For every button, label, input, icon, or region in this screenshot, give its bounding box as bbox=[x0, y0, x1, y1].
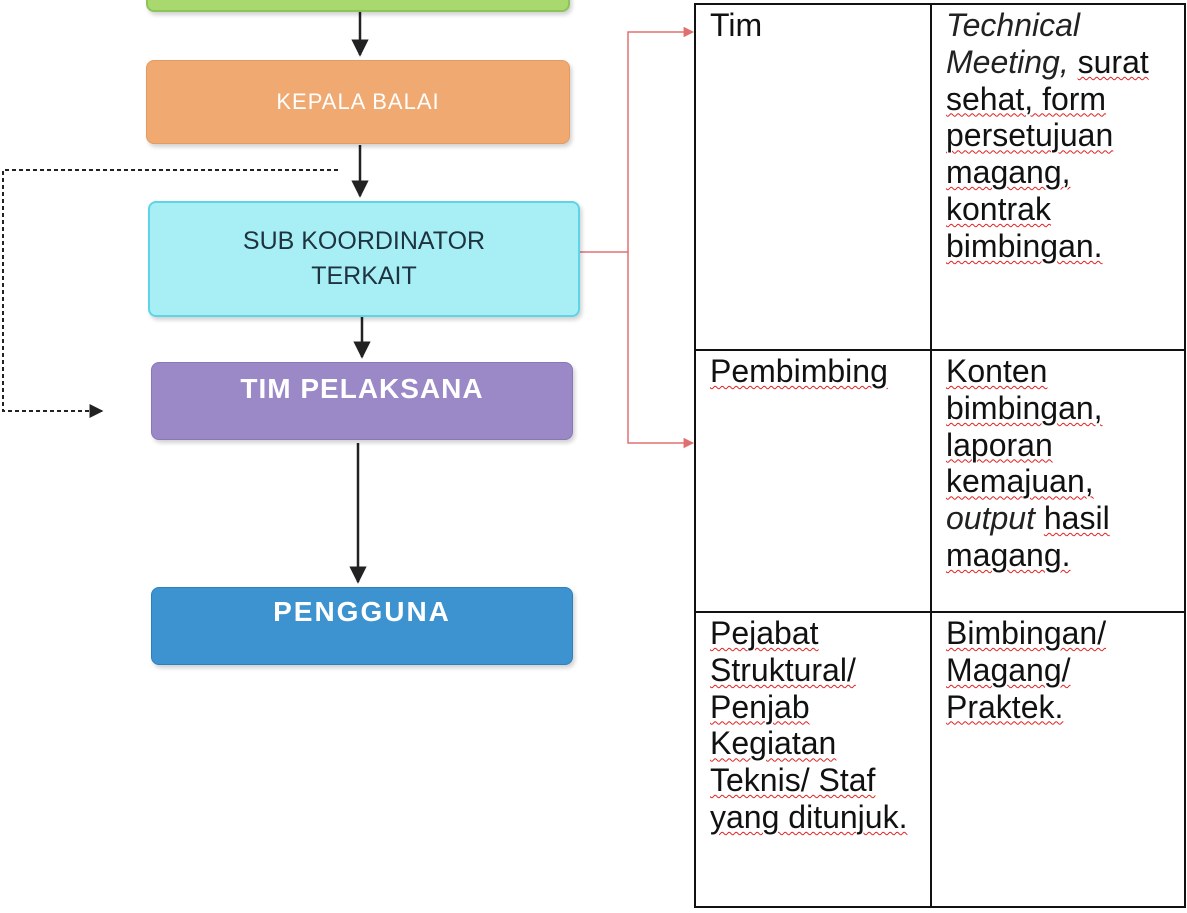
detail-italic-text: Technical Meeting, bbox=[946, 7, 1081, 80]
role-cell: Pembimbing bbox=[694, 349, 932, 613]
red-connector-top bbox=[578, 26, 695, 253]
role-cell: Tim bbox=[694, 3, 932, 351]
table-row: Pejabat Struktural/ Penjab Kegiatan Tekn… bbox=[694, 611, 1186, 908]
detail-text-end: hasil magang. bbox=[946, 500, 1110, 573]
detail-text: surat sehat, form persetujuan magang, ko… bbox=[946, 43, 1149, 264]
detail-text: Konten bimbingan, laporan kemajuan, bbox=[946, 353, 1103, 500]
sub-koordinator-label-line1: SUB KOORDINATOR bbox=[242, 227, 486, 255]
detail-text: Bimbingan/ Magang/ Praktek. bbox=[946, 615, 1107, 725]
pengguna-box: PENGGUNA bbox=[151, 587, 573, 665]
detail-cell: Bimbingan/ Magang/ Praktek. bbox=[930, 611, 1186, 908]
tim-pelaksana-box: TIM PELAKSANA bbox=[151, 362, 573, 440]
sub-koordinator-box: SUB KOORDINATOR TERKAIT bbox=[148, 201, 580, 317]
role-cell: Pejabat Struktural/ Penjab Kegiatan Tekn… bbox=[694, 611, 932, 908]
table-row: Tim Technical Meeting, surat sehat, form… bbox=[694, 3, 1186, 351]
top-green-box bbox=[146, 0, 570, 12]
pengguna-label: PENGGUNA bbox=[273, 596, 451, 627]
responsibility-table: Tim Technical Meeting, surat sehat, form… bbox=[694, 3, 1186, 908]
role-text: Tim bbox=[710, 7, 763, 43]
role-text: Pejabat Struktural/ Penjab Kegiatan Tekn… bbox=[710, 615, 908, 835]
kepala-balai-box: KEPALA BALAI bbox=[146, 60, 570, 144]
role-text: Pembimbing bbox=[710, 353, 888, 389]
detail-cell: Technical Meeting, surat sehat, form per… bbox=[930, 3, 1186, 351]
detail-italic-text: output bbox=[946, 500, 1035, 537]
table-row: Pembimbing Konten bimbingan, laporan kem… bbox=[694, 349, 1186, 613]
sub-koordinator-label-line2: TERKAIT bbox=[311, 262, 417, 290]
kepala-balai-label: KEPALA BALAI bbox=[276, 89, 440, 114]
red-connector-bottom bbox=[627, 252, 695, 449]
detail-cell: Konten bimbingan, laporan kemajuan, outp… bbox=[930, 349, 1186, 613]
tim-pelaksana-label: TIM PELAKSANA bbox=[240, 373, 484, 404]
dashed-feedback-arrow bbox=[2, 169, 338, 418]
